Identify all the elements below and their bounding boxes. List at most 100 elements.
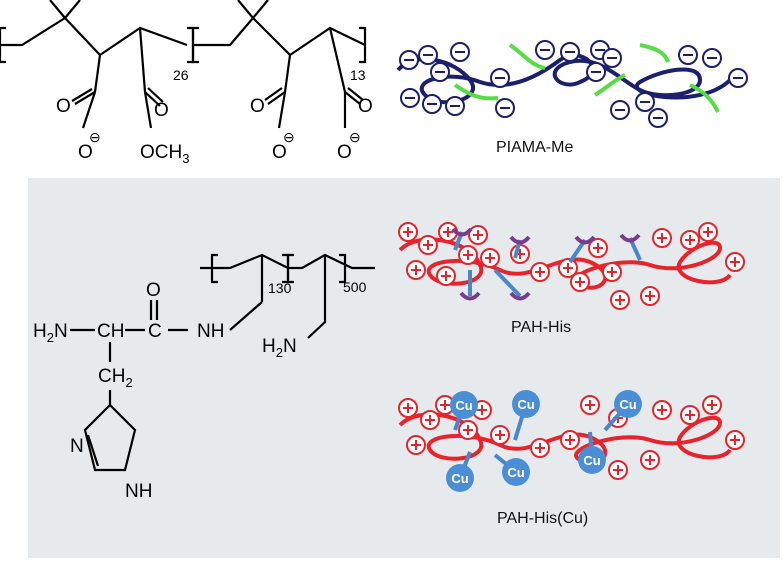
histidine-group (509, 235, 531, 259)
positive-charge-icon (580, 395, 600, 415)
positive-charge-icon (652, 400, 672, 420)
piama-charges (399, 40, 748, 128)
pah-his-label: PAH-His (511, 319, 571, 336)
positive-charge-icon (406, 435, 426, 455)
negative-charge-icon (702, 48, 722, 68)
pah-his-cu-label: PAH-His(Cu) (497, 510, 588, 527)
oxygen-4: O (250, 96, 265, 117)
positive-charge-icon (438, 222, 458, 242)
histidine-group (619, 233, 642, 261)
positive-charge-icon (680, 230, 700, 250)
svg-text:Cu: Cu (583, 453, 600, 468)
piama-cartoon: PIAMA-Me (396, 40, 748, 156)
positive-charge-icon (398, 222, 418, 242)
positive-charge-icon (570, 272, 590, 292)
positive-charge-icon (468, 225, 488, 245)
negative-charge-icon (490, 68, 510, 88)
positive-charge-icon (725, 430, 745, 450)
repeat-index-26: 26 (173, 67, 189, 83)
piama-labels: 26 13 O O ⊖ O OCH3 O O ⊖ O O ⊖ (56, 67, 373, 166)
piama-label: PIAMA-Me (496, 139, 573, 156)
svg-text:Cu: Cu (455, 398, 472, 413)
negative-charge-icon (399, 50, 419, 70)
positive-charge-icon (602, 262, 622, 282)
negative-charge-icon (495, 98, 515, 118)
piama-chain (396, 53, 732, 105)
positive-charge-icon (510, 244, 530, 264)
anion-3: ⊖ (349, 129, 361, 145)
piama-structure (0, 0, 367, 129)
repeat-index-130: 130 (268, 280, 292, 296)
histidine-groups (451, 227, 642, 301)
methyl-ester: OCH3 (140, 142, 189, 166)
positive-charge-icon (680, 405, 700, 425)
oxygen-3: O (154, 100, 169, 121)
positive-charge-icon (530, 438, 550, 458)
carbonyl-c: C (148, 321, 162, 342)
methylene: CH2 (98, 366, 133, 390)
oxygen-6: O (358, 96, 373, 117)
repeat-index-13: 13 (350, 67, 366, 83)
positive-charge-icon (480, 248, 500, 268)
amine-right: H2N (262, 336, 297, 360)
piama-segment-2 (453, 83, 499, 101)
negative-charge-icon (535, 40, 555, 60)
positive-charge-icon (652, 228, 672, 248)
pah-his-cartoon: PAH-His (398, 222, 745, 336)
positive-charge-icon (725, 252, 745, 272)
copper-ion-icon: Cu (446, 451, 474, 492)
oxygen-5: O (272, 142, 287, 163)
amine-left: H2N (33, 321, 68, 345)
pah-his-labels: O H2N CH C NH CH2 N NH 130 500 H2N (33, 279, 367, 502)
positive-charge-icon (640, 286, 660, 306)
ring-n: N (70, 436, 84, 457)
copper-ion-icon: Cu (450, 391, 478, 431)
positive-charge-icon (610, 290, 630, 310)
histidine-group (451, 227, 473, 251)
negative-charge-icon (418, 45, 438, 65)
copper-ion-icon: Cu (603, 390, 642, 432)
positive-charge-icon (436, 266, 456, 286)
negative-charge-icon (450, 42, 470, 62)
piama-segment-5 (639, 43, 670, 63)
svg-text:Cu: Cu (619, 397, 636, 412)
positive-charge-icon (490, 425, 510, 445)
piama-segment-4 (689, 83, 720, 113)
svg-text:Cu: Cu (507, 465, 524, 480)
positive-charge-icon (398, 398, 418, 418)
anion-1: ⊖ (89, 129, 101, 145)
negative-charge-icon (728, 68, 748, 88)
oxygen-7: O (337, 142, 352, 163)
copper-ion-icon: Cu (578, 431, 606, 474)
copper-ion-icon: Cu (512, 390, 540, 441)
pah-his-structure (70, 253, 375, 472)
negative-charge-icon (648, 108, 668, 128)
histidine-group (568, 235, 596, 264)
positive-charge-icon (530, 262, 550, 282)
oxygen-1: O (56, 96, 71, 117)
positive-charge-icon (588, 238, 608, 258)
oxygen-amide: O (146, 280, 161, 301)
pah-his-cu-charges (398, 395, 745, 480)
pah-his-charges (398, 222, 745, 310)
svg-text:Cu: Cu (451, 471, 468, 486)
negative-charge-icon (430, 62, 450, 82)
negative-charge-icon (560, 42, 580, 62)
piama-segment-1 (508, 43, 546, 70)
negative-charge-icon (586, 62, 606, 82)
oxygen-2: O (78, 142, 93, 163)
histidine-group (493, 268, 531, 301)
histidine-group (459, 270, 481, 301)
positive-charge-icon (698, 222, 718, 242)
copper-ion-icon: Cu (493, 453, 530, 486)
positive-charge-icon (418, 235, 438, 255)
negative-charge-icon (400, 88, 420, 108)
negative-charge-icon (422, 94, 442, 114)
ring-nh: NH (125, 481, 152, 502)
positive-charge-icon (458, 420, 478, 440)
positive-charge-icon (458, 245, 478, 265)
anion-2: ⊖ (283, 129, 295, 145)
